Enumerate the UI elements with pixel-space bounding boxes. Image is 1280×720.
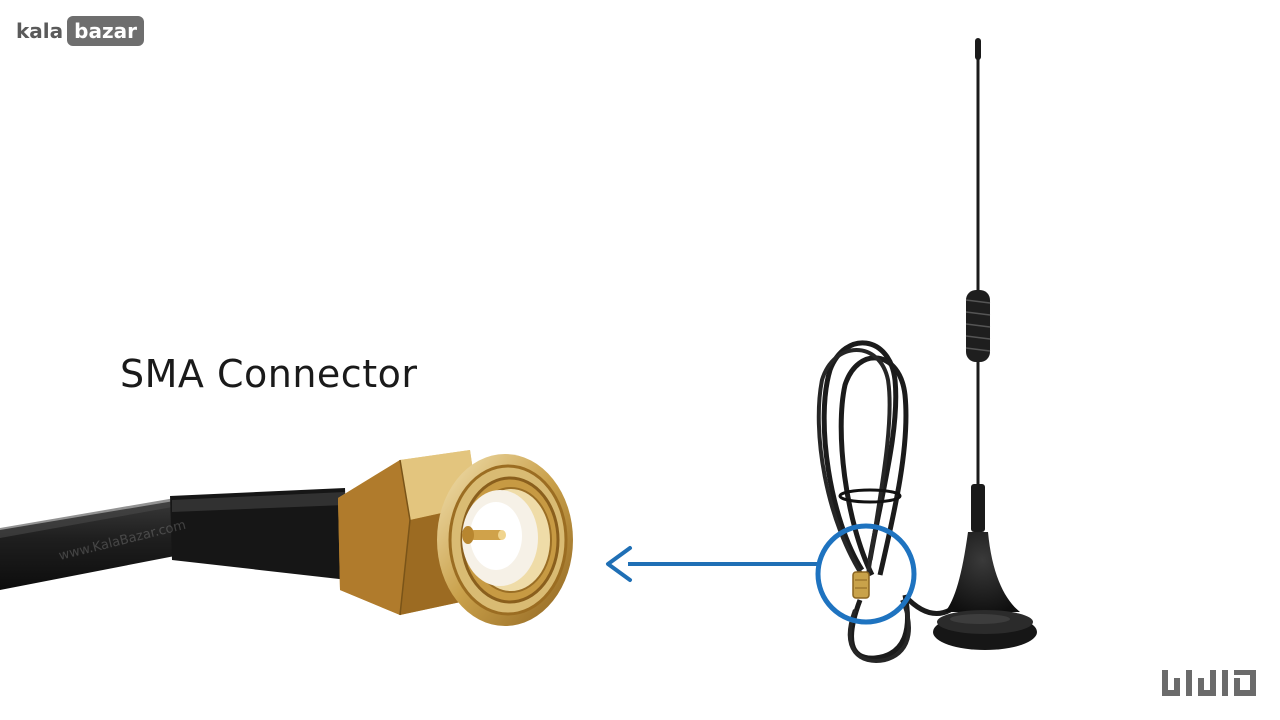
antenna-ferrule <box>971 484 985 532</box>
sma-connector-closeup: www.KalaBazar.com <box>0 450 573 626</box>
magnetic-antenna <box>816 38 1037 663</box>
kalabazar-logo: kala bazar <box>16 16 144 46</box>
antenna-coil <box>965 290 991 362</box>
sma-connector-caption: SMA Connector <box>120 352 418 396</box>
small-sma-connector <box>852 571 870 599</box>
magnetic-base-stem <box>945 532 1020 612</box>
heat-shrink-sleeve <box>170 488 348 580</box>
pointer-arrow <box>606 546 818 582</box>
logo-kala-text: kala <box>16 19 64 43</box>
highlight-circle <box>815 523 917 625</box>
center-pin <box>470 530 504 540</box>
coiled-cable <box>821 340 899 572</box>
arrow-head <box>606 546 632 582</box>
kalabazar-persian-logo <box>1162 670 1256 696</box>
logo-bazar-badge: bazar <box>67 16 144 46</box>
